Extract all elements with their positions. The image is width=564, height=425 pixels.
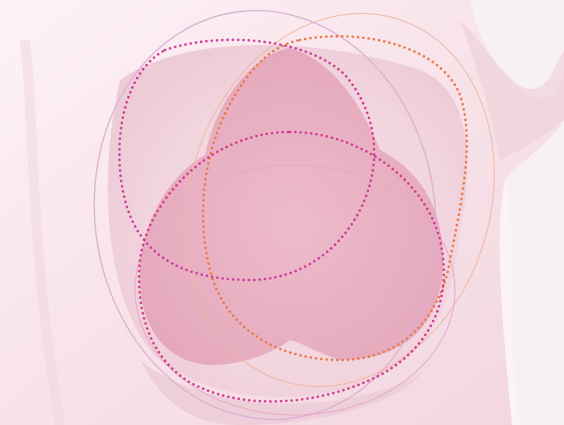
illustration-frame — [0, 0, 564, 425]
torso-diagram-illustration — [0, 0, 564, 425]
